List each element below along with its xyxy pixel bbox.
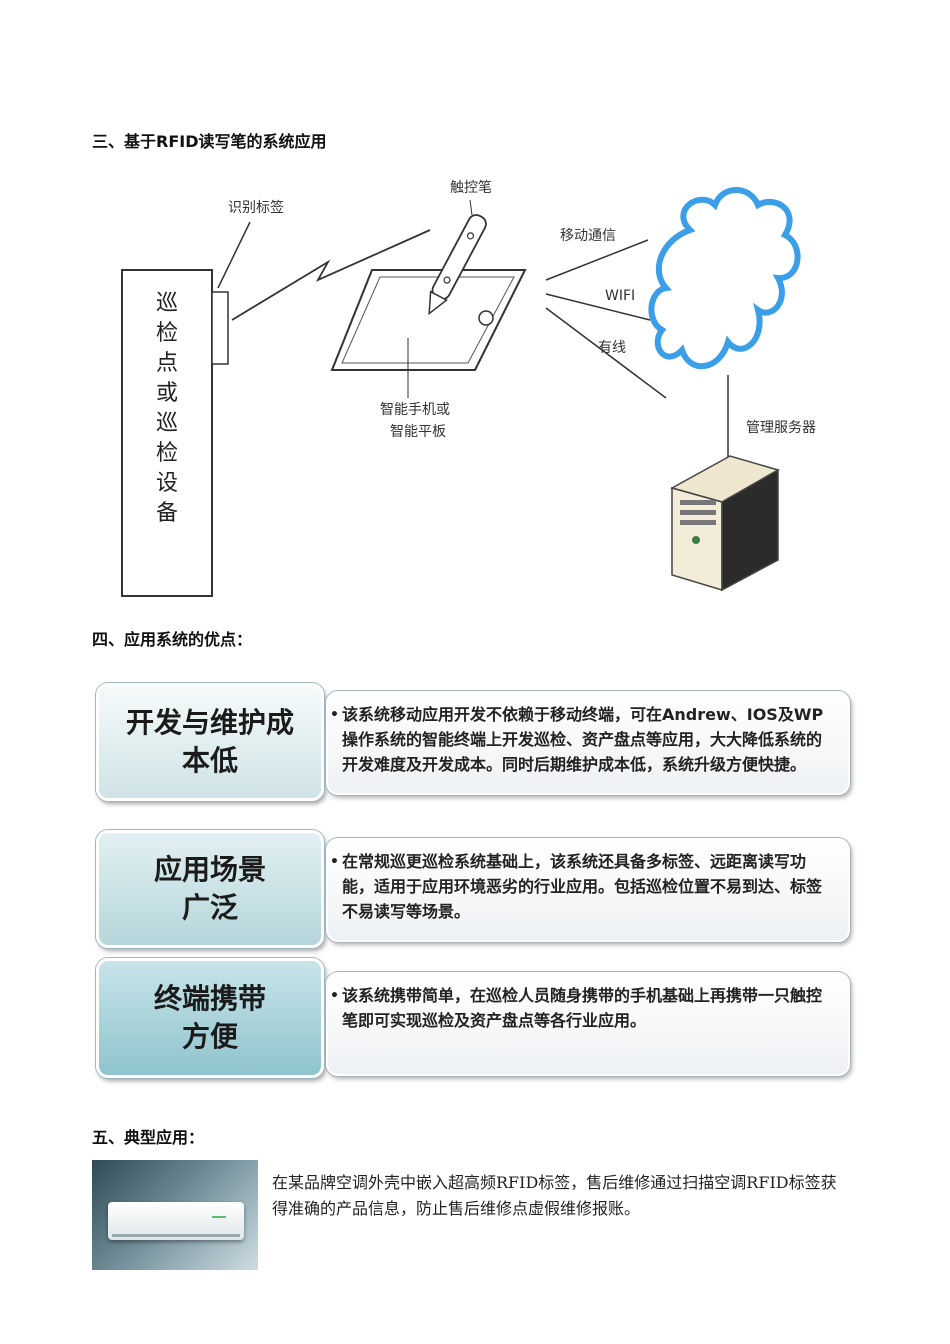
bullet-icon: • xyxy=(330,854,339,870)
tablet-home-button xyxy=(478,310,494,326)
advantage-title: 应用场景 广泛 xyxy=(96,830,324,948)
server-label: 管理服务器 xyxy=(746,420,816,436)
device-label-char: 备 xyxy=(156,501,178,526)
advantage-title-line2: 方便 xyxy=(181,1020,238,1053)
device-label-char: 点 xyxy=(156,351,178,376)
device-label-char: 设 xyxy=(156,471,178,496)
advantage-title: 终端携带 方便 xyxy=(96,958,324,1078)
patrol-device-box xyxy=(121,269,213,597)
link-wired-label: 有线 xyxy=(598,340,626,356)
advantage-title-line2: 广泛 xyxy=(181,891,238,924)
link-mobile-label: 移动通信 xyxy=(560,228,616,244)
section-heading-4: 四、应用系统的优点： xyxy=(92,630,253,649)
link-wired-line xyxy=(545,307,667,399)
air-conditioner-photo xyxy=(92,1160,258,1270)
link-wifi-line xyxy=(545,293,651,321)
tag-label: 识别标签 xyxy=(228,199,284,216)
advantage-title-line1: 开发与维护成 xyxy=(125,706,294,740)
rfid-system-diagram: 巡 检 点 或 巡 检 设 备 识别标签 智能手机或 智能平板 触控笔 移动通信… xyxy=(121,180,816,597)
server-icon xyxy=(670,455,780,592)
advantage-description: 在常规巡更巡检系统基础上，该系统还具备多标签、远距离读写功能，适用于应用环境恶劣… xyxy=(342,852,823,921)
advantage-description: 该系统移动应用开发不依赖于移动终端，可在Andrew、IOS及WP操作系统的智能… xyxy=(342,705,824,774)
device-label-char: 巡 xyxy=(156,291,178,316)
advantage-description: 该系统携带简单，在巡检人员随身携带的手机基础上再携带一只触控笔即可实现巡检及资产… xyxy=(342,986,823,1030)
tablet-outline xyxy=(330,269,527,371)
device-label-char: 或 xyxy=(156,381,178,406)
ac-unit xyxy=(108,1202,244,1240)
typical-application-text: 在某品牌空调外壳中嵌入超高频RFID标签，售后维修通过扫描空调RFID标签获得准… xyxy=(272,1173,837,1219)
section-heading-3: 三、基于RFID读写笔的系统应用 xyxy=(92,132,327,151)
advantage-title-line1: 应用场景 xyxy=(153,853,266,887)
link-mobile-line xyxy=(545,239,649,281)
stylus-pen-icon xyxy=(428,214,487,316)
advantage-title: 开发与维护成 本低 xyxy=(96,683,324,801)
pen-label: 触控笔 xyxy=(450,180,492,196)
rfid-tag xyxy=(211,291,229,365)
advantage-title-line1: 终端携带 xyxy=(153,982,266,1016)
device-label-char: 检 xyxy=(156,321,178,346)
advantage-description-box: • 在常规巡更巡检系统基础上，该系统还具备多标签、远距离读写功能，适用于应用环境… xyxy=(326,838,850,942)
wireless-link xyxy=(231,229,431,321)
advantage-description-box: • 该系统移动应用开发不依赖于移动终端，可在Andrew、IOS及WP操作系统的… xyxy=(326,691,850,795)
bullet-icon: • xyxy=(330,707,339,723)
network-cloud-icon xyxy=(648,187,801,370)
advantage-title-line2: 本低 xyxy=(181,744,238,777)
section-heading-5: 五、典型应用： xyxy=(92,1128,205,1147)
device-label-char: 检 xyxy=(156,441,178,466)
device-label-char: 巡 xyxy=(156,411,178,436)
link-wifi-label: WIFI xyxy=(605,288,635,304)
advantage-description-box: • 该系统携带简单，在巡检人员随身携带的手机基础上再携带一只触控笔即可实现巡检及… xyxy=(326,972,850,1076)
bullet-icon: • xyxy=(330,988,339,1004)
tablet-label-line1: 智能手机或 xyxy=(380,402,450,418)
tablet-label-line2: 智能平板 xyxy=(390,424,446,440)
